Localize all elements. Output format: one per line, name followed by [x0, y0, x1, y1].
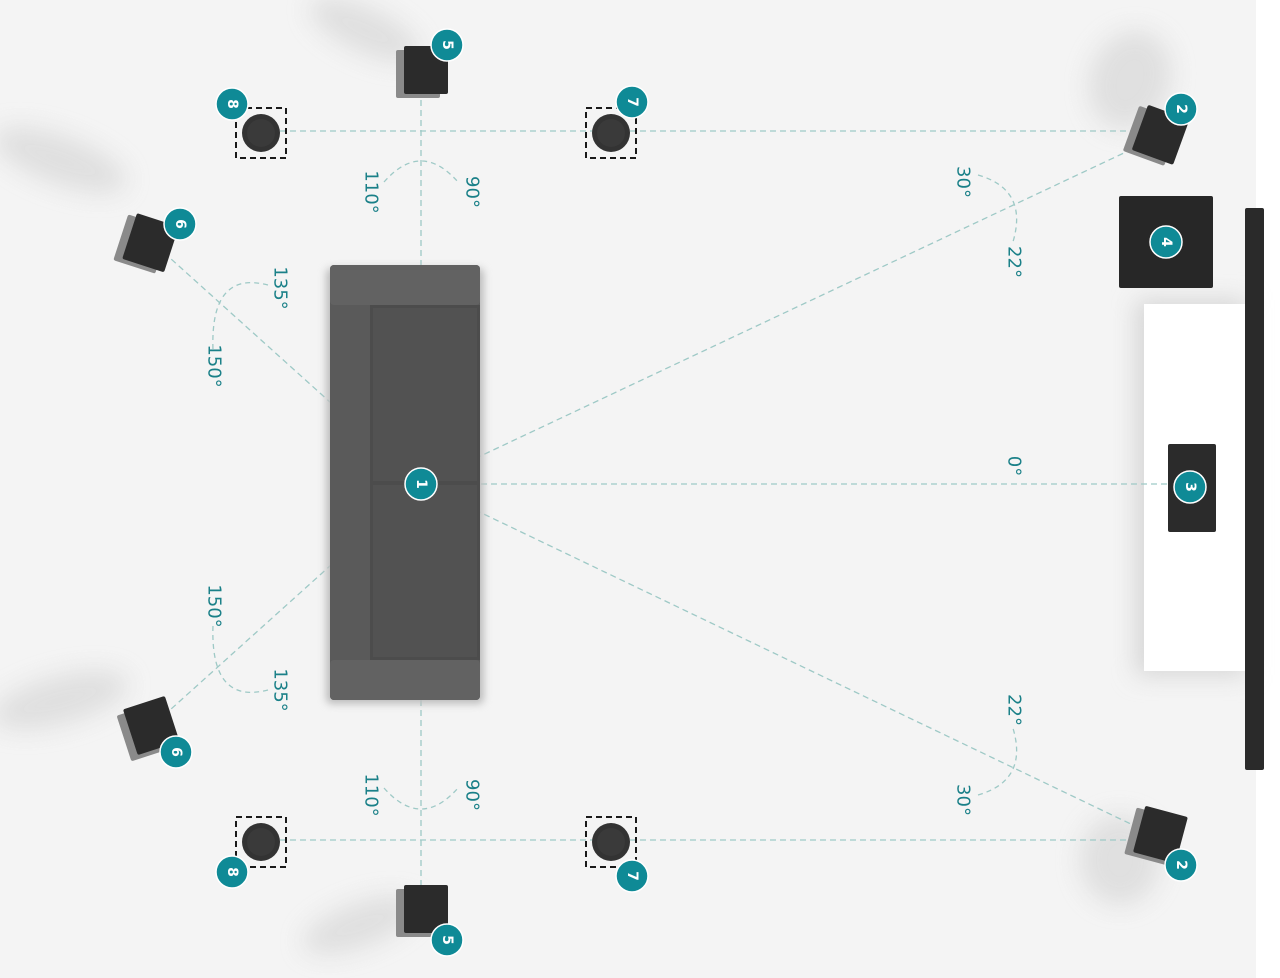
- angle-label-side-top-b: 90°: [462, 176, 483, 208]
- speaker-badge-rear-bottom-label: 6: [168, 747, 184, 757]
- angle-label-front-bottom-b: 30°: [953, 784, 974, 816]
- angle-label-rear-top-b: 150°: [204, 344, 225, 387]
- speaker-ceiling-rear-bottom: 8: [215, 816, 287, 889]
- speaker-badge-ceiling-front-bottom-label: 7: [624, 871, 640, 881]
- speaker-badge-rear-top-label: 6: [172, 219, 188, 229]
- speaker-shadows: [0, 0, 1172, 955]
- speaker-rear-top: 6: [113, 207, 197, 274]
- tv-screen: [1245, 208, 1264, 770]
- speaker-side-bottom: 5: [396, 885, 464, 957]
- speaker-badge-ceiling-rear-top: 8: [215, 87, 249, 121]
- speaker-ceiling-front-top: 7: [585, 85, 649, 159]
- speaker-badge-side-bottom: 5: [430, 923, 464, 957]
- speaker-badge-ceiling-front-top-label: 7: [624, 97, 640, 107]
- speaker-badge-ceiling-rear-bottom-label: 8: [224, 867, 240, 877]
- speaker-front-left: 2: [1124, 806, 1198, 882]
- speaker-badge-rear-bottom: 6: [159, 735, 193, 769]
- speaker-badge-side-bottom-label: 5: [439, 935, 455, 945]
- angle-label-rear-bottom-b: 135°: [270, 668, 291, 711]
- angle-arcs: [212, 160, 1018, 810]
- angle-label-side-top-a: 110°: [361, 170, 382, 213]
- speaker-badge-rear-top: 6: [163, 207, 197, 241]
- speaker-side-top: 5: [396, 28, 464, 98]
- angle-label-rear-bottom-a: 150°: [204, 584, 225, 627]
- speaker-subwoofer: 4: [1119, 196, 1213, 288]
- speaker-ceiling-rear-top: 8: [215, 87, 287, 159]
- angle-label-front-bottom-a: 22°: [1004, 694, 1025, 726]
- speaker-badge-ceiling-front-bottom: 7: [615, 859, 649, 893]
- angle-label-rear-top-a: 135°: [270, 266, 291, 309]
- angle-label-side-bottom-b: 90°: [462, 779, 483, 811]
- speaker-badge-ceiling-rear-bottom: 8: [215, 855, 249, 889]
- speaker-badge-center-label: 3: [1182, 482, 1198, 492]
- speaker-badge-side-top: 5: [430, 28, 464, 62]
- speaker-badge-side-top-label: 5: [439, 40, 455, 50]
- speaker-center: 3: [1168, 444, 1216, 532]
- speaker-rear-bottom: 6: [117, 696, 193, 769]
- speaker-badge-front-left: 2: [1164, 848, 1198, 882]
- speaker-front-right: 2: [1123, 92, 1198, 166]
- listener-badge-label: 1: [413, 479, 429, 489]
- speaker-badge-subwoofer-label: 4: [1158, 237, 1174, 247]
- speaker-badge-front-left-label: 2: [1173, 860, 1189, 870]
- angle-label-side-bottom-a: 110°: [361, 773, 382, 816]
- speaker-badge-subwoofer: 4: [1149, 225, 1183, 259]
- speaker-badge-ceiling-front-top: 7: [615, 85, 649, 119]
- angle-label-center: 0°: [1004, 456, 1025, 476]
- speaker-badge-center: 3: [1173, 470, 1207, 504]
- listener-badge: 1: [404, 467, 438, 501]
- angle-label-front-top-a: 30°: [953, 166, 974, 198]
- speaker-badge-ceiling-rear-top-label: 8: [224, 99, 240, 109]
- angle-label-front-top-b: 22°: [1004, 246, 1025, 278]
- speaker-ceiling-front-bottom: 7: [585, 816, 649, 893]
- speaker-badge-front-right: 2: [1164, 92, 1198, 126]
- speaker-badge-front-right-label: 2: [1173, 104, 1189, 114]
